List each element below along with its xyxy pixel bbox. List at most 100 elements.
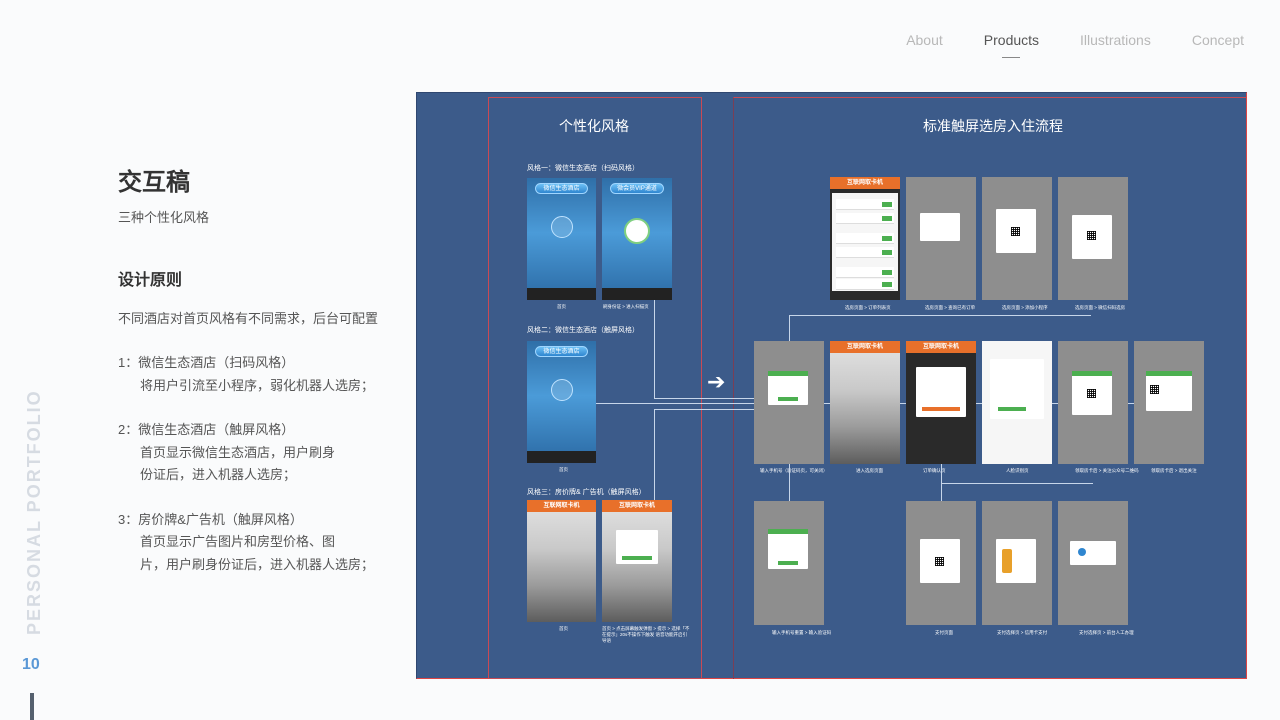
screen-wechat-scan-select (1058, 177, 1128, 300)
exit-dialog (1146, 371, 1192, 411)
top-nav: About Products Illustrations Concept (906, 32, 1244, 48)
caption: 首页 > 点击屏幕触发弹窗 > 提示 > 选择「不在提示」20s不操作下触发 语… (602, 626, 690, 643)
screen-exit-follow (1134, 341, 1204, 464)
style-label-1: 风格一：微信生态酒店（扫码风格） (527, 165, 639, 172)
credit-card-dialog (996, 539, 1036, 583)
screen-front-desk (1058, 501, 1128, 625)
connector (654, 409, 754, 410)
face-dialog (990, 359, 1044, 419)
kiosk-header: 互联网取卡机 (830, 177, 900, 189)
caption: 刷身份证 > 进入扫描页 (603, 304, 649, 309)
page-subtitle: 三种个性化风格 (118, 210, 210, 225)
order-confirm-dialog (916, 367, 966, 417)
screen-ad-home: 互联网取卡机 (527, 500, 596, 622)
connector (596, 403, 754, 404)
qr-code-icon (1087, 389, 1096, 398)
connector (654, 398, 754, 399)
kiosk-header: 互联网取卡机 (602, 500, 672, 512)
description-column: 交互稿 三种个性化风格 设计原则 不同酒店对首页风格有不同需求，后台可配置 1：… (118, 162, 408, 576)
vip-channel-button: 微会员VIP通道 (610, 183, 664, 194)
list-item (836, 199, 894, 210)
connector (1128, 403, 1134, 404)
phone-input-dialog (768, 371, 808, 405)
nav-products[interactable]: Products (983, 32, 1040, 48)
screen-order-confirm: 互联网取卡机 (906, 341, 976, 464)
screen-room-list: 互联网取卡机 (830, 177, 900, 300)
styles-panel (488, 97, 702, 679)
kiosk-header: 互联网取卡机 (906, 341, 976, 353)
caption: 支付选择页 > 前台人工办理 (1079, 630, 1134, 635)
mini-program-dialog (996, 209, 1036, 253)
item-lead: 3：房价牌&广告机（触屏风格） (118, 511, 303, 527)
list-item (836, 233, 894, 244)
caption: 领取房卡后 > 退出关注 (1151, 468, 1197, 473)
principle-item-1: 1：微信生态酒店（扫码风格） 将用户引流至小程序，弱化机器人选房； (118, 352, 408, 397)
id-card-icon (550, 216, 573, 238)
wechat-hotel-button: 微信生态酒店 (535, 183, 588, 194)
screen-wechat-scan-home: 微信生态酒店 (527, 178, 596, 300)
screen-ad-popup: 互联网取卡机 (602, 500, 672, 622)
qr-code-icon (1150, 385, 1159, 394)
screen-wechat-scan-vip: 微会员VIP通道 (602, 178, 672, 300)
room-list-panel (832, 193, 898, 291)
screen-phone-reset (754, 501, 824, 625)
screen-room-select: 互联网取卡机 (830, 341, 900, 464)
nav-about[interactable]: About (906, 32, 943, 48)
flow-panel-title: 标准触屏选房入住流程 (923, 118, 1063, 134)
screen-face-recognition (982, 341, 1052, 464)
page-indicator-bar (30, 693, 34, 720)
caption: 领取房卡后 > 关注公众号二维码 (1075, 468, 1139, 473)
principle-item-3: 3：房价牌&广告机（触屏风格） 首页显示广告图片和房型价格、图 片，用户刷身份证… (118, 509, 408, 577)
nav-concept[interactable]: Concept (1191, 32, 1244, 48)
popup-dialog (616, 530, 658, 564)
dialog-button (778, 561, 798, 565)
caption: 支付选择页 > 信用卡支付 (997, 630, 1048, 635)
item-lead: 1：微信生态酒店（扫码风格） (118, 355, 295, 370)
caption: 人脸识别页 (1006, 468, 1029, 473)
styles-panel-title: 个性化风格 (559, 118, 629, 134)
item-desc: 将用户引流至小程序，弱化机器人选房； (140, 377, 375, 393)
portfolio-vertical-label: PERSONAL PORTFOLIO (24, 389, 44, 635)
page-number: 10 (22, 656, 40, 673)
connector (789, 464, 790, 501)
caption: 首页 (559, 626, 568, 631)
dialog-button (998, 407, 1026, 411)
caption: 选房页面 > 添加小程序 (1002, 305, 1048, 310)
id-card-icon (550, 379, 573, 401)
qr-code-icon (1087, 231, 1096, 240)
wechat-hotel-button: 微信生态酒店 (535, 346, 588, 357)
screen-wechat-touch-home: 微信生态酒店 (527, 341, 596, 463)
connector (654, 409, 655, 500)
popup-confirm-button (622, 556, 652, 560)
connector (789, 315, 1091, 316)
list-item (836, 267, 894, 278)
item-desc: 首页显示微信生态酒店，用户刷身 份证后，进入机器人选房； (140, 444, 336, 483)
order-query-dialog (920, 213, 960, 241)
nav-illustrations[interactable]: Illustrations (1080, 32, 1151, 48)
qr-code-icon (1011, 227, 1020, 236)
caption: 订单确认页 (923, 468, 946, 473)
connector (941, 483, 1093, 484)
list-item (836, 213, 894, 224)
screen-footer (527, 288, 596, 300)
style-label-2: 风格二：微信生态酒店（触屏风格） (527, 327, 639, 334)
connector (976, 403, 982, 404)
caption: 输入手机号（验证码页，可关闭） (760, 468, 828, 473)
connector (654, 300, 655, 398)
qr-code-icon (935, 557, 944, 566)
front-desk-dialog (1070, 541, 1116, 565)
screen-query-order (906, 177, 976, 300)
kiosk-header: 互联网取卡机 (527, 500, 596, 512)
flow-arrow-icon: ➔ (707, 369, 726, 394)
principle-heading: 设计原则 (118, 272, 183, 289)
dialog-button (778, 397, 798, 401)
page-title: 交互稿 (118, 169, 190, 196)
qr-code-icon (624, 218, 650, 244)
scan-dialog (1072, 215, 1112, 259)
interaction-board: 个性化风格 标准触屏选房入住流程 风格一：微信生态酒店（扫码风格） 风格二：微信… (416, 92, 1247, 679)
confirm-button (922, 407, 960, 411)
caption: 选房页面 > 微信扫码选房 (1075, 305, 1126, 310)
follow-dialog (1072, 371, 1112, 415)
screen-payment (906, 501, 976, 625)
principle-item-2: 2：微信生态酒店（触屏风格） 首页显示微信生态酒店，用户刷身 份证后，进入机器人… (118, 419, 408, 487)
